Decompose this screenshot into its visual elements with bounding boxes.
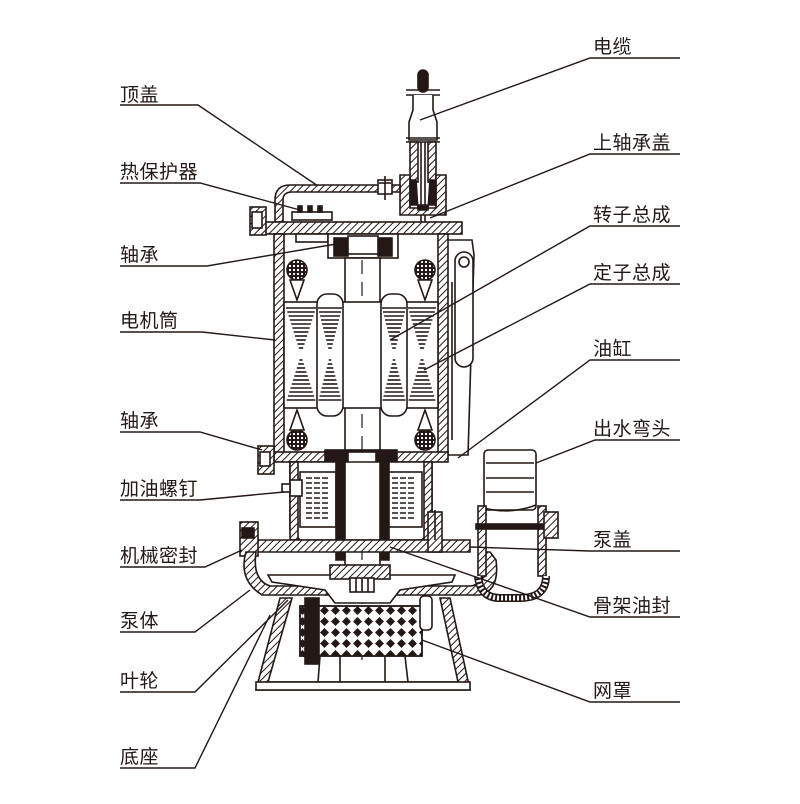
strainer-part: [299, 595, 433, 665]
leader-oil-fill-screw: [120, 491, 285, 501]
label-rotor-assembly: 转子总成: [593, 204, 672, 226]
outlet-elbow-part: [474, 449, 559, 602]
leader-outlet-elbow: [535, 439, 680, 464]
label-base: 底座: [120, 746, 160, 768]
leader-upper-bearing-cover: [429, 153, 680, 219]
label-oil-fill-screw: 加油螺钉: [120, 478, 199, 500]
label-bearing-lower: 轴承: [120, 410, 160, 432]
leader-cable: [419, 57, 680, 121]
label-oil-chamber: 油缸: [593, 338, 633, 360]
leader-top-cover: [120, 104, 319, 187]
label-thermal-protector: 热保护器: [120, 161, 199, 183]
label-motor-housing: 电机筒: [120, 310, 179, 332]
label-strainer: 网罩: [593, 680, 633, 702]
leader-bearing-lower: [120, 431, 263, 451]
leader-rotor-assembly: [389, 225, 680, 341]
leader-base: [120, 614, 271, 769]
impeller-part: [266, 564, 457, 604]
label-bearing-upper: 轴承: [120, 244, 160, 266]
label-mechanical-seal: 机械密封: [120, 545, 199, 567]
leader-impeller: [120, 599, 289, 693]
motor-housing-wall-right: [437, 233, 449, 457]
stator-rotor-core: [283, 293, 439, 417]
leader-stator-assembly: [423, 283, 680, 371]
label-impeller: 叶轮: [120, 670, 160, 692]
label-stator-assembly: 定子总成: [593, 262, 672, 284]
leader-pump-body: [120, 589, 251, 633]
motor-housing-wall-left: [273, 233, 285, 457]
leader-pump-cover: [469, 546, 680, 552]
leader-oil-chamber: [457, 359, 680, 459]
leader-skeleton-oil-seal: [389, 546, 680, 618]
label-cable: 电缆: [593, 36, 633, 58]
leader-motor-housing: [120, 331, 276, 341]
label-outlet-elbow: 出水弯头: [593, 418, 672, 440]
label-upper-bearing-cover: 上轴承盖: [593, 132, 672, 154]
label-pump-body: 泵体: [120, 610, 160, 632]
leader-bearing-upper: [120, 243, 337, 267]
label-skeleton-oil-seal: 骨架油封: [593, 595, 672, 617]
leader-strainer: [421, 639, 680, 703]
leader-thermal-protector: [120, 182, 301, 211]
leader-mechanical-seal: [120, 549, 243, 568]
cable-gland: [399, 69, 447, 222]
leader-lines: [120, 57, 680, 769]
label-top-cover: 顶盖: [120, 84, 160, 106]
label-pump-cover: 泵盖: [593, 529, 633, 551]
